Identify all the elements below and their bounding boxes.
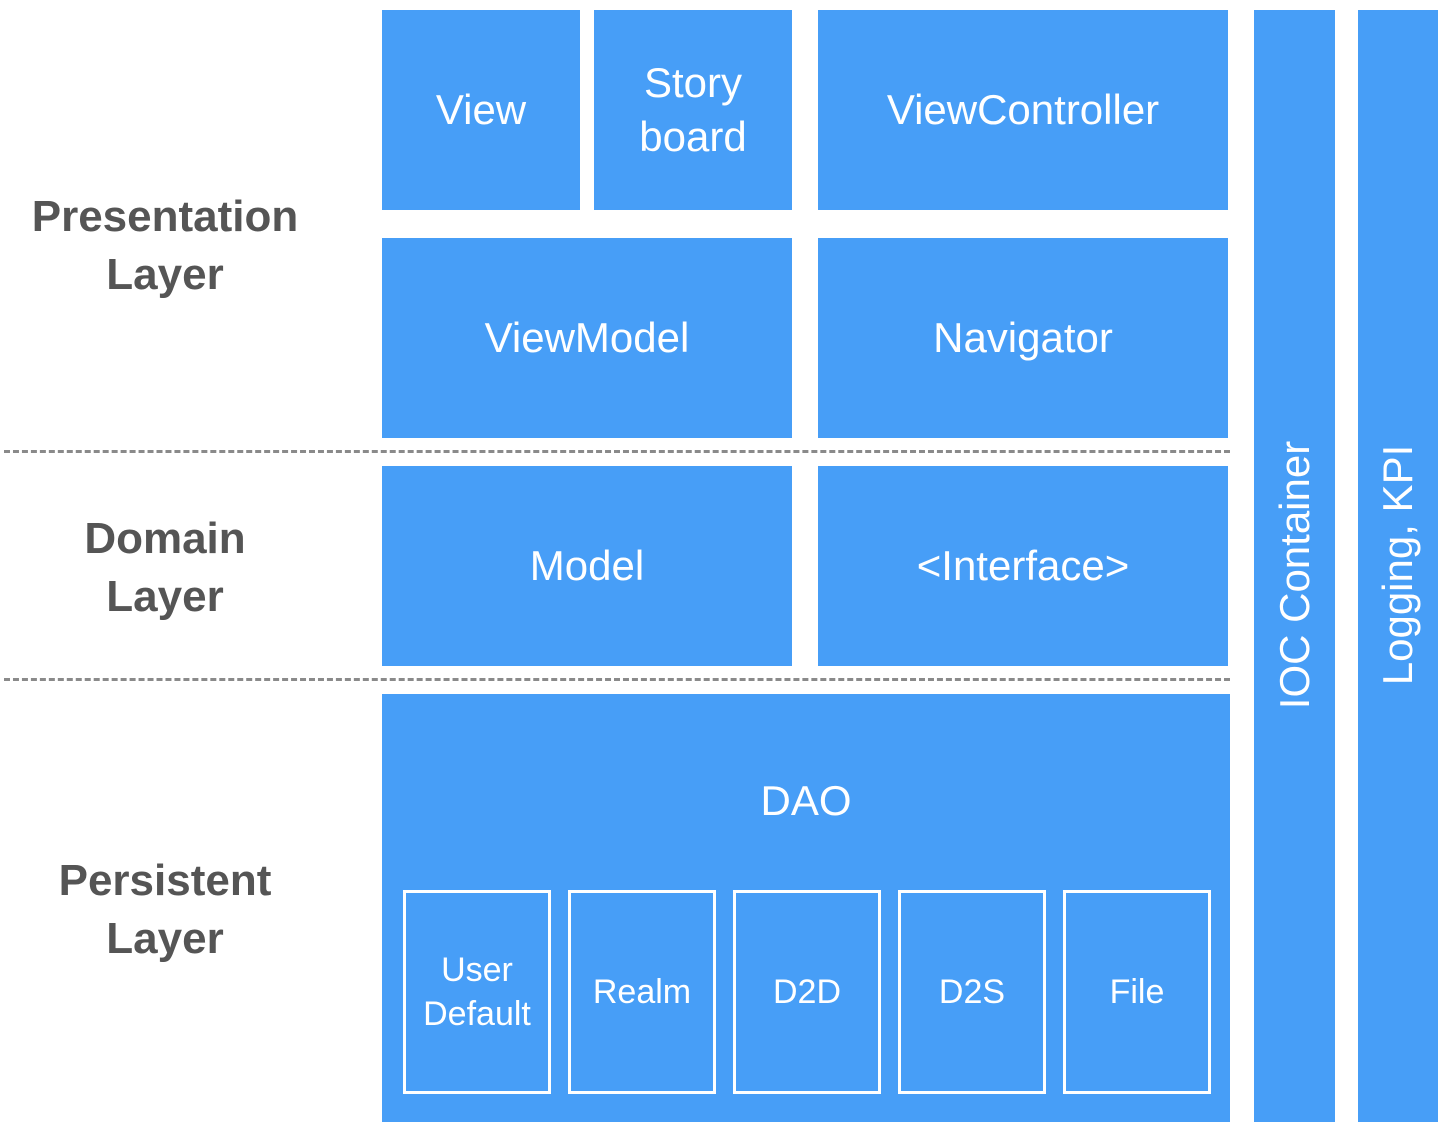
store-user-default: User Default	[403, 890, 551, 1094]
ioc-container-label: IOC Container	[1270, 440, 1318, 710]
domain-layer-label: Domain Layer	[84, 514, 246, 621]
persistent-layer-label: Persistent Layer	[58, 856, 272, 963]
view-model-box: ViewModel	[382, 238, 792, 438]
domain-persistent-divider	[4, 678, 1230, 681]
presentation-layer-label: Presentation Layer	[31, 192, 299, 299]
presentation-domain-divider	[4, 450, 1230, 453]
interface-box: <Interface>	[818, 466, 1228, 666]
dao-label: DAO	[760, 777, 852, 824]
navigator-box: Navigator	[818, 238, 1228, 438]
model-box: Model	[382, 466, 792, 666]
ioc-container-bar: IOC Container	[1254, 10, 1335, 1122]
view-controller-box: ViewController	[818, 10, 1228, 210]
logging-kpi-bar: Logging, KPI	[1358, 10, 1438, 1122]
store-realm: Realm	[568, 890, 716, 1094]
store-d2s: D2S	[898, 890, 1046, 1094]
storyboard-box: Story board	[594, 10, 792, 210]
store-d2d: D2D	[733, 890, 881, 1094]
logging-kpi-label: Logging, KPI	[1374, 444, 1421, 686]
store-file: File	[1063, 890, 1211, 1094]
dao-box: DAO User Default Realm D2D D2S File	[382, 694, 1230, 1122]
view-box: View	[382, 10, 580, 210]
